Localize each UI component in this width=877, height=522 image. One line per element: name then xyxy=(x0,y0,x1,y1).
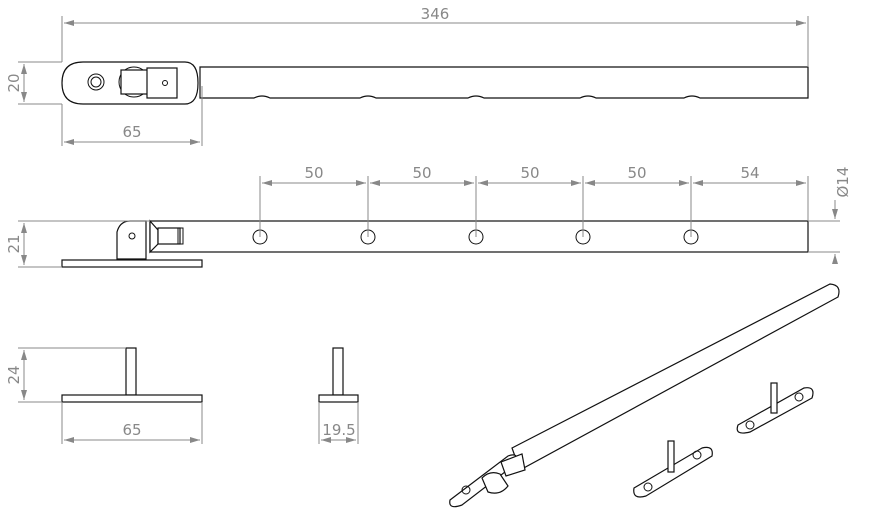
side-view: 50 50 50 50 54 Ø14 21 xyxy=(5,164,852,268)
pin-side-view: 19.5 xyxy=(318,347,359,444)
dim-pin-height: 24 xyxy=(5,365,23,384)
dim-top-height: 20 xyxy=(5,73,23,92)
dim-spacing-3: 50 xyxy=(520,164,539,182)
dim-spacing-1: 50 xyxy=(304,164,323,182)
isometric-view xyxy=(449,283,840,508)
pin-front-view: 24 65 xyxy=(5,347,203,444)
dim-spacing-4: 50 xyxy=(627,164,646,182)
dim-overall-length: 346 xyxy=(421,5,450,23)
dim-handle-length: 65 xyxy=(122,123,141,141)
dim-diameter: Ø14 xyxy=(834,167,852,198)
dim-end-offset: 54 xyxy=(740,164,759,182)
dim-pin-side-width: 19.5 xyxy=(322,421,355,439)
dim-pin-width: 65 xyxy=(122,421,141,439)
top-view: 346 20 65 xyxy=(5,5,809,146)
dim-side-height: 21 xyxy=(5,234,23,253)
dim-spacing-2: 50 xyxy=(412,164,431,182)
